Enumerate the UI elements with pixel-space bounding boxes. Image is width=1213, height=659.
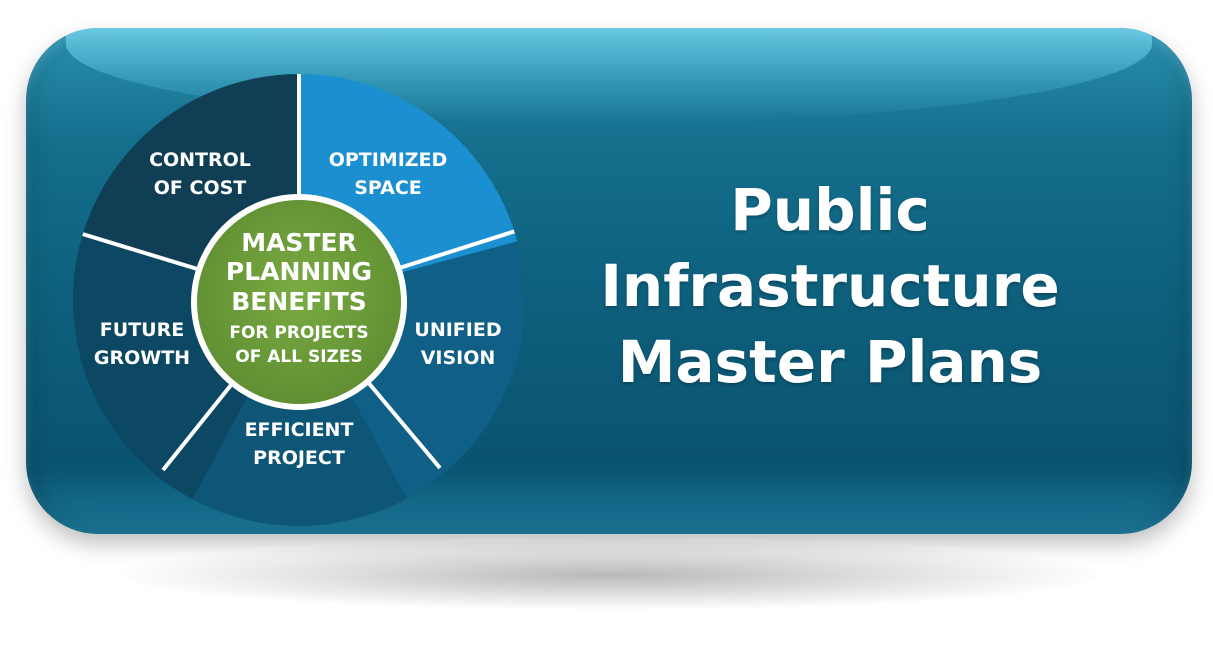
center-label-benefits: BENEFITS <box>231 287 367 316</box>
center-label-for-projects: FOR PROJECTS <box>229 323 368 343</box>
label-growth: GROWTH <box>94 347 190 369</box>
button-title: Public Infrastructure Master Plans <box>560 172 1100 400</box>
label-efficient: EFFICIENT <box>245 419 354 441</box>
center-circle <box>197 200 401 404</box>
title-line-public: Public <box>730 176 930 244</box>
label-future: FUTURE <box>100 319 184 341</box>
title-line-master-plans: Master Plans <box>617 328 1043 396</box>
button-shadow <box>120 540 1100 610</box>
label-vision: VISION <box>421 347 496 369</box>
label-project: PROJECT <box>253 447 345 469</box>
center-label-of-all-sizes: OF ALL SIZES <box>235 347 362 367</box>
segment-efficient-project <box>160 300 440 526</box>
center-label-master: MASTER <box>241 228 357 257</box>
label-control: CONTROL <box>149 149 251 171</box>
center-label-planning: PLANNING <box>226 257 372 286</box>
label-space: SPACE <box>354 177 422 199</box>
label-of-cost: OF COST <box>154 177 247 199</box>
title-line-infrastructure: Infrastructure <box>600 252 1060 320</box>
label-optimized: OPTIMIZED <box>329 149 448 171</box>
label-unified: UNIFIED <box>414 319 501 341</box>
